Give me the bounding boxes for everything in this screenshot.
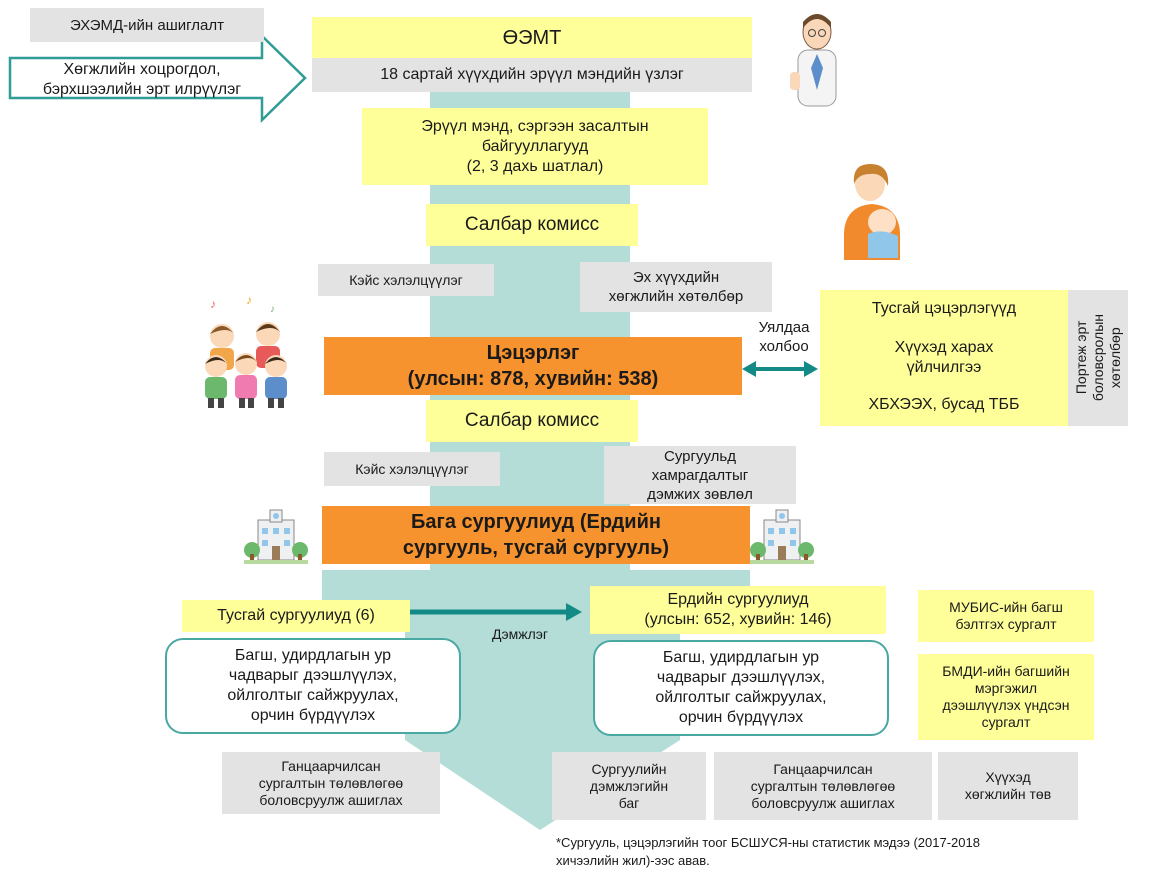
svg-text:♪: ♪: [270, 304, 275, 315]
primary-schools-box: Бага сургуулиуд (Ердийн сургууль, тусгай…: [322, 506, 750, 564]
subcommission-2: Салбар комисс: [426, 400, 638, 442]
child-development-center: Хүүхэд хөгжлийн төв: [938, 752, 1078, 820]
special-kindergartens: Тусгай цэцэрлэгүүд: [871, 300, 1017, 317]
iep-right: Ганцаарчилсан сургалтын төлөвлөгөө болов…: [714, 752, 932, 820]
teacher-capacity-right: Багш, удирдлагын ур чадварыг дээшлүүлэх,…: [593, 640, 889, 736]
school-support-team: Сургуулийн дэмжлэгийн баг: [552, 752, 706, 820]
training-mubis: МУБИС-ийн багш бэлтгэх сургалт: [918, 590, 1094, 642]
school-support-council: Сургуульд хамрагдалтыг дэмжих зөвлөл: [604, 446, 796, 504]
teacher-capacity-left: Багш, удирдлагын ур чадварыг дээшлүүлэх,…: [165, 638, 461, 734]
school-building-icon: [750, 509, 814, 564]
svg-text:♪: ♪: [246, 293, 252, 307]
top-title: ӨЭМТ: [312, 17, 752, 58]
regular-schools-box: Ердийн сургуулиуд (улсын: 652, хувийн: 1…: [590, 586, 886, 634]
portage-program-label: Портеж эрт боловсролын хөтөлбөр: [1072, 314, 1123, 402]
central-flow-arrow: [322, 570, 750, 830]
footnote: *Сургууль, цэцэрлэгийн тоог БСШУСЯ-ны ст…: [556, 835, 980, 868]
health-orgs-box: Эрүүл мэнд, сэргээн засалтын байгууллагу…: [362, 108, 708, 185]
early-detection-arrow: [8, 33, 307, 123]
connection-label: Уялдаа холбоо: [758, 319, 810, 355]
special-providers-box: Тусгай цэцэрлэгүүд Хүүхэд харах үйлчилгэ…: [820, 290, 1068, 426]
childcare-service: Хүүхэд харах үйлчилгээ: [894, 339, 994, 376]
case-discussion-2: Кэйс хэлэлцүүлэг: [324, 452, 500, 486]
svg-text:♪: ♪: [210, 297, 216, 311]
connection-double-arrow: [742, 361, 818, 377]
training-bmdi: БМДИ-ийн багшийн мэргэжил дээшлүүлэх үнд…: [918, 654, 1094, 740]
usage-box: ЭХЭМД-ийн ашиглалт: [30, 8, 264, 42]
mother-baby-icon: [844, 164, 900, 260]
kindergarten-box: Цэцэрлэг (улсын: 878, хувийн: 538): [324, 337, 742, 395]
school-building-icon: [244, 509, 308, 564]
subcommission-1: Салбар комисс: [426, 204, 638, 246]
usage-label: ЭХЭМД-ийн ашиглалт: [69, 16, 224, 34]
mother-child-program: Эх хүүхдийн хөгжлийн хөтөлбөр: [580, 262, 772, 312]
children-icon: ♪ ♪ ♪: [205, 293, 287, 408]
ngo-providers: ХБХЭЭХ, бусад ТББ: [868, 396, 1020, 413]
doctor-icon: [790, 14, 837, 107]
portage-program-box: Портеж эрт боловсролын хөтөлбөр: [1068, 290, 1128, 426]
case-discussion-1: Кэйс хэлэлцүүлэг: [318, 264, 494, 296]
top-subtitle: 18 сартай хүүхдийн эрүүл мэндийн үзлэг: [312, 58, 752, 92]
support-label: Дэмжлэг: [491, 625, 549, 642]
iep-left: Ганцаарчилсан сургалтын төлөвлөгөө болов…: [222, 752, 440, 814]
early-detection-label: Хөгжлийн хоцрогдол, бэрхшээлийн эрт илрү…: [42, 61, 242, 98]
support-arrow: [410, 603, 582, 621]
special-schools-box: Тусгай сургуулиуд (6): [182, 600, 410, 632]
